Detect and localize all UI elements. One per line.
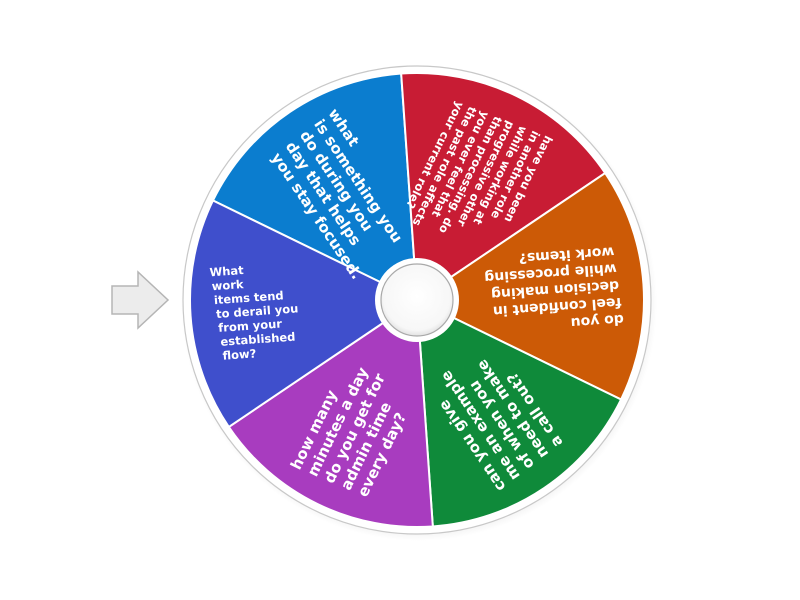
segment-label-line: from your (218, 316, 283, 334)
wheel-segment (189, 199, 419, 429)
segment-label-line: flow? (222, 346, 257, 362)
segment-label-line: do you (570, 311, 624, 331)
segment-label-line: work (211, 277, 244, 293)
wheel-pointer-arrow (111, 270, 170, 330)
segment-label-line: established (220, 330, 296, 349)
segment-label-line: What (209, 263, 245, 279)
wheel-segment (211, 72, 419, 302)
segment-label-line: items tend (213, 288, 284, 307)
wheel-segment (415, 171, 645, 401)
segment-label-line: work items? (518, 243, 615, 266)
wheel-segments (189, 72, 645, 528)
wheel-segment (400, 72, 607, 302)
wheel-segment (227, 298, 434, 528)
wheel-segment (415, 298, 623, 528)
segment-label-line: to derail you (216, 301, 299, 321)
wheel-hub-spin-button[interactable] (380, 263, 454, 337)
arrow-right-icon (111, 270, 170, 330)
